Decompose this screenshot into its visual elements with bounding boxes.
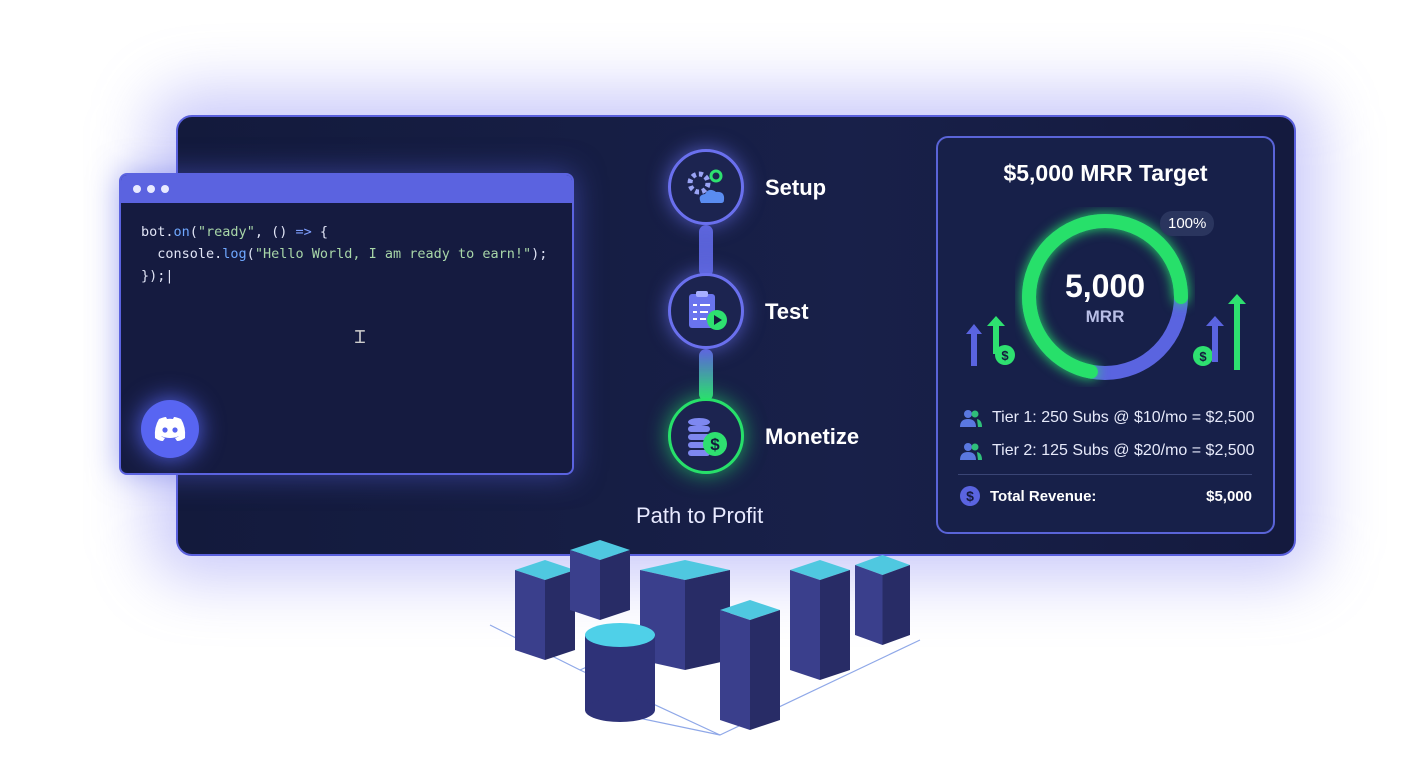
svg-text:$: $ (1199, 349, 1207, 364)
tier-row: Tier 2: 125 Subs @ $20/mo = $2,500 (960, 442, 1254, 460)
total-label: Total Revenue: (990, 487, 1097, 505)
svg-text:$: $ (1001, 348, 1009, 363)
code-token: { (311, 224, 328, 240)
step-connector (699, 225, 713, 277)
step-label: Setup (765, 175, 827, 200)
server-rack (515, 570, 545, 660)
database-cylinder (585, 623, 655, 722)
mrr-progress-ring (1022, 214, 1188, 380)
users-icon (960, 443, 982, 460)
mrr-unit: MRR (1085, 307, 1125, 326)
server-rack (790, 570, 820, 680)
step-label: Monetize (765, 424, 860, 449)
coins-dollar-icon: $ (688, 418, 727, 456)
mrr-value: 5,000 (1064, 268, 1146, 304)
discord-logo-icon (141, 400, 199, 458)
server-rack (820, 570, 850, 680)
window-dot[interactable] (133, 185, 141, 193)
server-rack (685, 570, 730, 670)
code-token: log (222, 246, 247, 262)
step-monetize[interactable]: $ (668, 398, 744, 474)
path-title: Path to Profit (636, 503, 764, 528)
code-content[interactable]: bot.on("ready", () => { console.log("Hel… (121, 203, 572, 305)
tier-text: Tier 1: 250 Subs @ $10/mo = $2,500 (992, 409, 1255, 426)
total-value: $5,000 (1206, 487, 1252, 505)
mrr-title: $5,000 MRR Target (1003, 160, 1208, 186)
server-rack (545, 570, 575, 660)
server-rack (600, 550, 630, 620)
code-editor-window[interactable]: bot.on("ready", () => { console.log("Hel… (119, 173, 574, 475)
tier-row: Tier 1: 250 Subs @ $10/mo = $2,500 (960, 409, 1254, 427)
code-token: console. (141, 246, 223, 262)
code-token: }); (141, 268, 166, 284)
step-label: Test (765, 299, 809, 324)
server-rack (750, 610, 780, 730)
step-setup[interactable] (668, 149, 744, 225)
gear-cloud-icon (687, 169, 725, 203)
window-dot[interactable] (147, 185, 155, 193)
mrr-card: $5,000 MRR Target (936, 136, 1275, 534)
divider (958, 474, 1252, 475)
code-token: ( (246, 246, 255, 262)
dollar-coin-icon: $ (960, 486, 980, 506)
window-titlebar (121, 175, 572, 203)
text-cursor-icon: Ɪ (355, 327, 366, 347)
server-rack (570, 550, 600, 620)
text-caret: | (165, 268, 174, 284)
code-token: => (295, 224, 312, 240)
code-token: ); (531, 246, 548, 262)
users-icon (960, 410, 982, 427)
code-token: ( (189, 224, 198, 240)
code-token: "ready" (197, 224, 255, 240)
server-rack (855, 565, 883, 645)
clipboard-play-icon (689, 291, 727, 330)
window-dot[interactable] (161, 185, 169, 193)
code-token: "Hello World, I am ready to earn!" (254, 246, 532, 262)
progress-badge: 100% (1160, 211, 1215, 236)
growth-arrows-left-icon: $ (966, 316, 1015, 366)
code-token: bot. (141, 224, 174, 240)
server-rack (720, 610, 750, 730)
server-rack (882, 565, 910, 645)
step-test[interactable] (668, 273, 744, 349)
tier-text: Tier 2: 125 Subs @ $20/mo = $2,500 (992, 442, 1255, 459)
server-rack-illustration (489, 540, 921, 736)
code-token: , () (254, 224, 296, 240)
code-token: on (173, 224, 190, 240)
growth-arrows-right-icon: $ (1193, 294, 1246, 370)
step-connector (699, 349, 713, 401)
svg-text:$: $ (710, 435, 720, 454)
total-row: $ Total Revenue: $5,000 (960, 486, 1252, 506)
